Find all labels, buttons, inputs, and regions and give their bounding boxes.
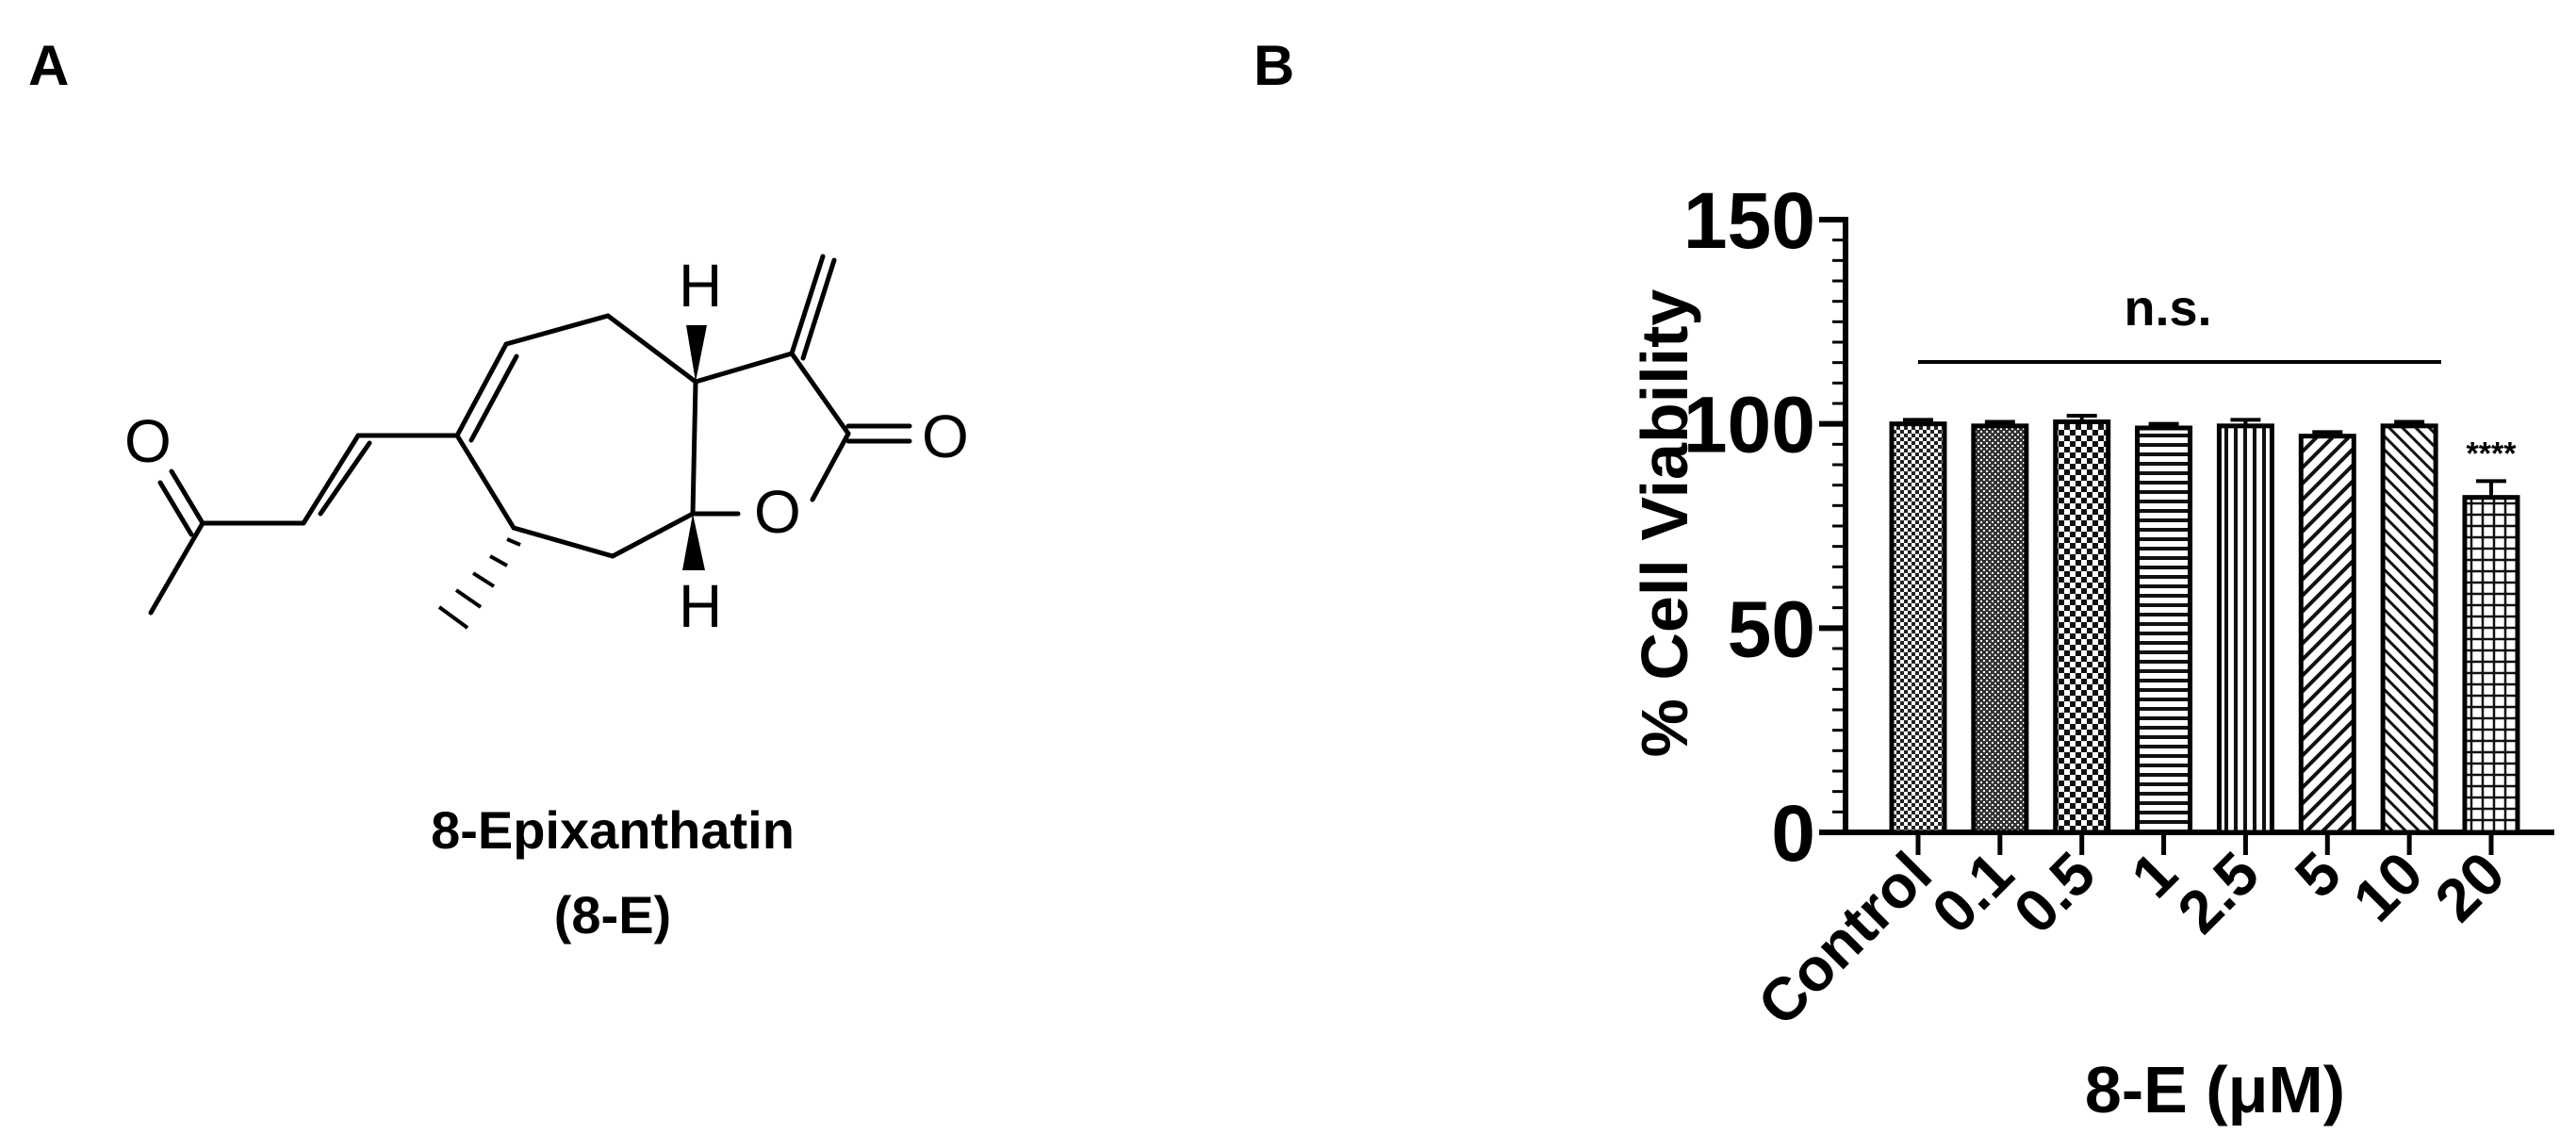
y-tick-label: 100: [1683, 381, 1815, 469]
significance-marks: ****: [2467, 436, 2518, 471]
x-tick-label: 20: [2422, 839, 2518, 934]
x-tick-label: 2.5: [2165, 839, 2272, 946]
y-ticks: 0 50 100 150: [1683, 176, 1846, 878]
y-axis-title: % Cell Viability: [1628, 289, 1701, 758]
atom-o-ring: O: [754, 478, 801, 546]
hashed-bond: [437, 537, 521, 630]
bar-Control: [1889, 421, 1947, 835]
significance-mark: ****: [2467, 436, 2518, 471]
panel-label-a: A: [28, 34, 69, 97]
atom-o-carbonyl: O: [922, 403, 969, 470]
compound-name: 8-Epixanthatin: [431, 800, 795, 860]
bar-10: [2380, 423, 2438, 835]
atom-h-top: H: [679, 252, 722, 320]
y-tick-label: 150: [1683, 176, 1815, 265]
y-tick-label: 50: [1728, 584, 1815, 673]
bar-2.5: [2216, 423, 2274, 835]
atom-o-ketone: O: [124, 407, 172, 475]
bar-1: [2135, 425, 2193, 835]
x-tick-label: 5: [2282, 839, 2354, 911]
bar-20: [2462, 495, 2520, 835]
structure-drawing: [148, 254, 912, 616]
y-tick-label: 0: [1771, 789, 1815, 878]
wedge-bond-bottom: [682, 514, 705, 570]
atom-h-bottom: H: [679, 572, 722, 640]
bar-0.5: [2053, 419, 2111, 835]
bar-0.1: [1971, 423, 2029, 835]
wedge-bond-top: [686, 325, 707, 382]
x-axis-title: 8-E (μM): [2085, 1053, 2345, 1126]
bars: [1889, 414, 2520, 835]
bar-5: [2298, 434, 2356, 835]
significance-bracket-label: n.s.: [2124, 280, 2211, 337]
y-minor-ticks: [1832, 238, 1846, 814]
panel-label-b: B: [1254, 34, 1294, 97]
compound-abbreviation: (8-E): [554, 885, 671, 945]
x-tick-label: 0.5: [2001, 839, 2108, 946]
